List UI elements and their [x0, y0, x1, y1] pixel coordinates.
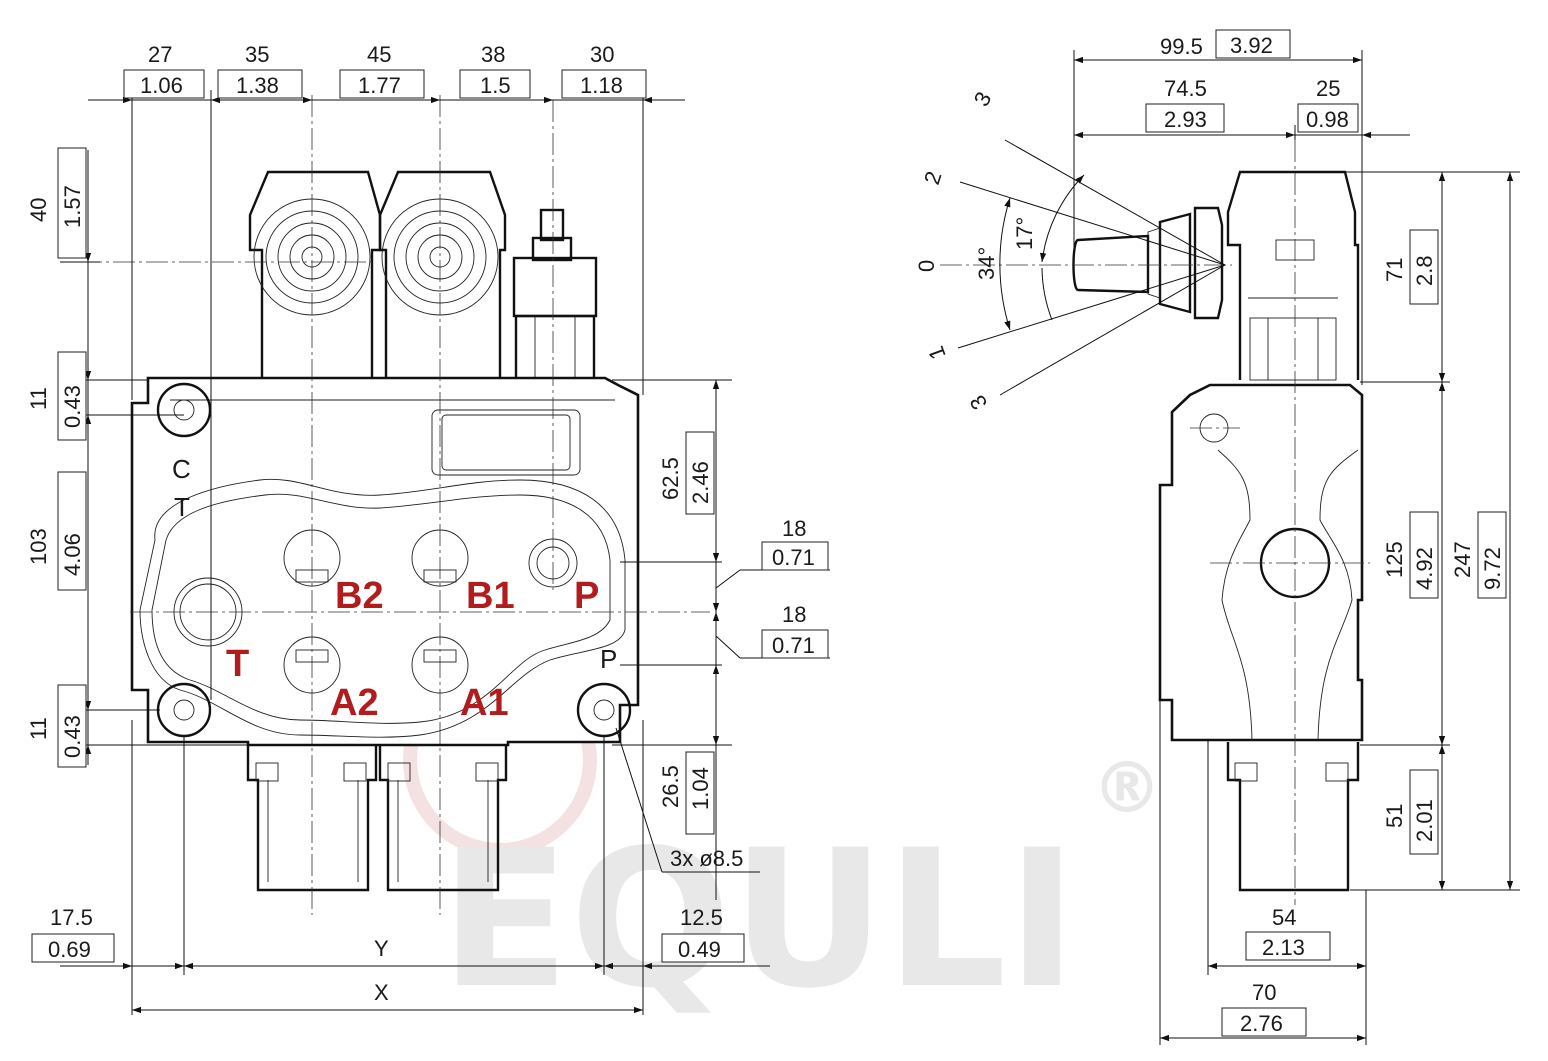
- port-label-p: P: [574, 575, 599, 617]
- valve-body-front: [130, 376, 640, 747]
- spool-cap-right: [378, 170, 507, 380]
- lever-position-3-top: 3: [969, 87, 997, 110]
- front-view: B2 B1 P T A2 A1 C T P 27 1.06 35 1.38 45: [26, 42, 830, 1015]
- port-label-a2: A2: [330, 682, 379, 724]
- front-center-lines: [80, 95, 710, 915]
- side-bottom-dimensions: 54 2.13 70 2.76: [1159, 700, 1367, 1045]
- casting-mark-c: C: [172, 454, 191, 484]
- left-dim-4-inch: 0.43: [60, 715, 85, 758]
- side-bottom-dim-2-mm: 70: [1252, 980, 1276, 1005]
- bottom-dim-left-inch: 0.69: [48, 937, 91, 962]
- front-bottom-dimensions: 17.5 0.69 12.5 0.49 Y X: [31, 720, 770, 1015]
- top-dim-2-inch: 1.38: [236, 73, 279, 98]
- side-top-dimensions: 99.5 3.92 74.5 2.93 25 0.98: [1073, 29, 1410, 385]
- watermark: EQULI ®: [403, 663, 1162, 1030]
- bottom-dim-right-inch: 0.49: [678, 937, 721, 962]
- spool-cap-left: [248, 170, 382, 380]
- right-dim-4-inch: 1.04: [688, 767, 713, 810]
- top-dim-3-mm: 45: [367, 42, 391, 67]
- casting-mark-p: P: [600, 644, 617, 674]
- right-dim-3-inch: 0.71: [772, 633, 815, 658]
- lever-position-0: 0: [914, 260, 939, 272]
- side-right-dim-2-mm: 125: [1382, 541, 1407, 578]
- left-dim-2-mm: 11: [26, 387, 51, 410]
- bottom-caps: [246, 745, 508, 892]
- casting-mark-t: T: [174, 492, 190, 522]
- side-spool-cap: [1226, 170, 1360, 381]
- side-top-dim-1-inch: 3.92: [1230, 33, 1273, 58]
- front-left-dimensions: 40 1.57 11 0.43 103 4.06 11 0.43: [26, 147, 248, 768]
- side-top-dim-2-mm: 74.5: [1164, 76, 1207, 101]
- right-dim-1-inch: 2.46: [688, 461, 713, 504]
- left-dim-3-mm: 103: [26, 528, 51, 565]
- side-bottom-dim-2-inch: 2.76: [1240, 1011, 1283, 1036]
- dim-x-label: X: [374, 980, 389, 1005]
- side-bottom-dim-1-mm: 54: [1272, 905, 1296, 930]
- top-dim-3-inch: 1.77: [358, 73, 401, 98]
- bottom-dim-right-mm: 12.5: [680, 905, 723, 930]
- left-dim-3-inch: 4.06: [60, 533, 85, 576]
- top-dim-1-mm: 27: [148, 42, 172, 67]
- side-center-lines: [940, 140, 1370, 905]
- side-right-dim-3-mm: 247: [1450, 541, 1475, 578]
- relief-valve: [512, 208, 598, 383]
- lever-position-2: 2: [919, 168, 947, 187]
- side-top-dim-1-mm: 99.5: [1160, 34, 1203, 59]
- side-right-dim-3-inch: 9.72: [1480, 547, 1505, 590]
- top-dim-5-inch: 1.18: [580, 73, 623, 98]
- side-top-dim-3-inch: 0.98: [1306, 107, 1349, 132]
- lever-position-1: 1: [923, 343, 951, 363]
- right-dim-1-mm: 62.5: [658, 457, 683, 500]
- left-dim-4-mm: 11: [26, 717, 51, 740]
- top-dim-5-mm: 30: [590, 42, 614, 67]
- top-dim-2-mm: 35: [245, 42, 269, 67]
- right-dim-2-mm: 18: [782, 516, 806, 541]
- side-right-dim-2-inch: 4.92: [1412, 547, 1437, 590]
- left-dim-2-inch: 0.43: [60, 385, 85, 428]
- front-top-dimensions: 27 1.06 35 1.38 45 1.77 38 1.5 30 1.18: [88, 42, 685, 700]
- side-bottom-dim-1-inch: 2.13: [1262, 935, 1305, 960]
- bottom-dim-left-mm: 17.5: [50, 905, 93, 930]
- port-label-b2: B2: [335, 575, 384, 617]
- hole-note: 3x ø8.5: [670, 846, 743, 871]
- left-dim-1-inch: 1.57: [60, 185, 85, 228]
- port-label-b1: B1: [466, 575, 515, 617]
- valve-body-side: [1158, 383, 1364, 742]
- lever-angle-34: 34°: [974, 247, 999, 280]
- top-dim-1-inch: 1.06: [140, 73, 183, 98]
- side-right-dim-4-inch: 2.01: [1412, 799, 1437, 842]
- right-dim-4-mm: 26.5: [658, 765, 683, 808]
- right-dim-2-inch: 0.71: [772, 545, 815, 570]
- front-right-dimensions: 62.5 2.46 18 0.71 18 0.71 26.5 1.04 3x ø…: [612, 379, 830, 900]
- side-right-dim-1-inch: 2.8: [1412, 255, 1437, 286]
- side-right-dim-1-mm: 71: [1382, 258, 1407, 282]
- side-top-dim-2-inch: 2.93: [1164, 107, 1207, 132]
- watermark-text: EQULI: [440, 809, 1077, 1030]
- lever-angle-lines: 3 2 0 1 3 34° 17°: [914, 87, 1226, 414]
- side-top-dim-3-mm: 25: [1316, 76, 1340, 101]
- lever-angle-17: 17°: [1012, 217, 1037, 250]
- side-right-dimensions: 71 2.8 125 4.92 247 9.72 51 2.01: [1345, 171, 1520, 891]
- top-dim-4-mm: 38: [481, 42, 505, 67]
- lever-position-3-bottom: 3: [965, 391, 993, 414]
- port-label-a1: A1: [460, 682, 509, 724]
- side-bottom-cap: [1226, 742, 1360, 892]
- left-dim-1-mm: 40: [26, 198, 51, 222]
- right-dim-3-mm: 18: [782, 602, 806, 627]
- dim-y-label: Y: [374, 936, 389, 961]
- port-label-t: T: [226, 643, 249, 685]
- top-dim-4-inch: 1.5: [480, 73, 511, 98]
- watermark-registered: ®: [1092, 747, 1162, 829]
- side-right-dim-4-mm: 51: [1382, 804, 1407, 828]
